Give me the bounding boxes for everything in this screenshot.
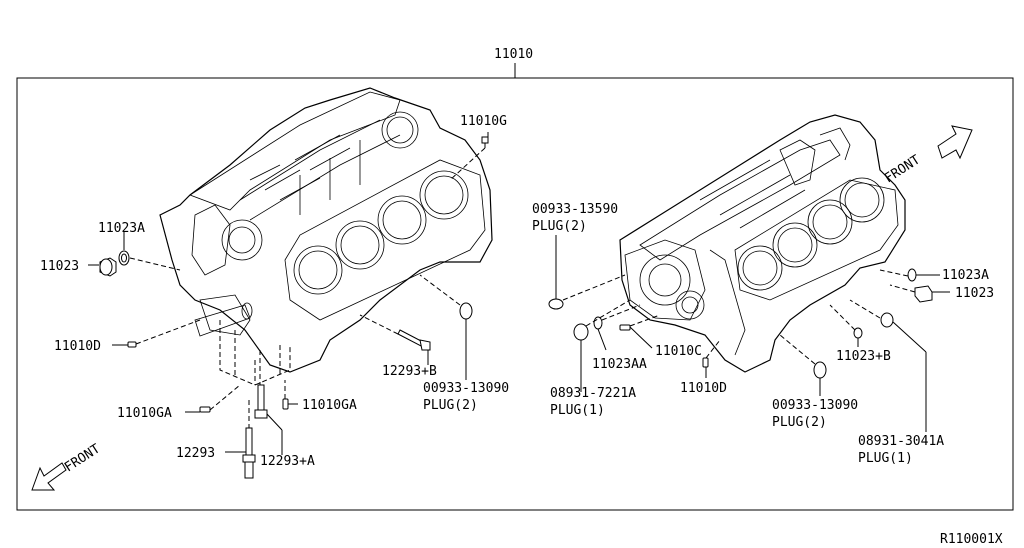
reference-code: R110001X: [940, 532, 1003, 547]
label-12293A: 12293+A: [260, 454, 315, 469]
label-12293: 12293: [176, 446, 215, 461]
label-plug2-b: PLUG(2): [772, 415, 827, 430]
label-11010D-right: 11010D: [680, 381, 727, 396]
front-label-right: FRONT: [882, 152, 923, 186]
label-plug2-left: PLUG(2): [423, 398, 478, 413]
label-plug2-top-right: PLUG(2): [532, 219, 587, 234]
right-engine-block: [619, 114, 906, 373]
left-leader-lines: [88, 132, 489, 455]
label-08931-7221A: 08931-7221A: [550, 386, 636, 401]
label-12293B: 12293+B: [382, 364, 437, 379]
label-11023-left: 11023: [40, 259, 79, 274]
left-small-parts: [99, 136, 489, 479]
title-part-number: 11010: [494, 47, 533, 62]
label-11023A-right: 11023A: [942, 268, 989, 283]
label-11010D-left: 11010D: [54, 339, 101, 354]
label-00933-13090-right: 00933-13090: [772, 398, 858, 413]
label-11010G: 11010G: [460, 114, 507, 129]
label-11023AA: 11023AA: [592, 357, 647, 372]
label-plug1-a: PLUG(1): [550, 403, 605, 418]
label-plug1-b: PLUG(1): [858, 451, 913, 466]
label-11010GA-right: 11010GA: [302, 398, 357, 413]
label-11023A-left: 11023A: [98, 221, 145, 236]
label-00933-13590: 00933-13590: [532, 202, 618, 217]
left-engine-block: [159, 87, 493, 386]
label-11010GA-left: 11010GA: [117, 406, 172, 421]
right-leader-lines: [555, 235, 950, 432]
front-arrow-right: FRONT: [882, 125, 973, 186]
label-00933-13090-left: 00933-13090: [423, 381, 509, 396]
label-08931-3041A: 08931-3041A: [858, 434, 944, 449]
label-11023-right: 11023: [955, 286, 994, 301]
front-label-left: FRONT: [62, 441, 103, 475]
front-arrow-left: FRONT: [31, 441, 103, 491]
label-11010C: 11010C: [655, 344, 702, 359]
label-11023B: 11023+B: [836, 349, 891, 364]
